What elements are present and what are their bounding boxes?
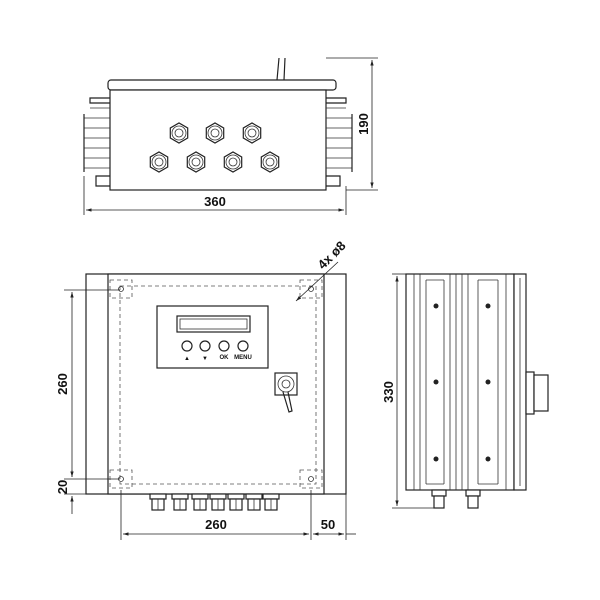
front-width-dim: 260 xyxy=(205,517,227,532)
down-button[interactable] xyxy=(199,340,211,352)
cable-gland xyxy=(242,122,262,144)
side-glands xyxy=(431,489,481,509)
cable-gland xyxy=(186,151,206,173)
top-width-dim: 360 xyxy=(204,194,226,209)
side-fins xyxy=(413,274,521,490)
side-body xyxy=(405,273,515,491)
cable-gland xyxy=(260,151,280,173)
mounting-outline xyxy=(119,285,317,485)
right-heatsink xyxy=(326,97,353,187)
isolator-switch[interactable] xyxy=(274,372,298,413)
side-switch-knob xyxy=(533,374,549,412)
bottom-gland xyxy=(227,493,245,511)
bottom-gland xyxy=(245,493,263,511)
cable-gland xyxy=(205,122,225,144)
menu-button-label: MENU xyxy=(234,355,252,361)
left-heatsink xyxy=(83,97,110,187)
top-height-dim: 190 xyxy=(356,113,371,135)
cable-gland xyxy=(223,151,243,173)
top-view: 360 190 xyxy=(83,57,378,215)
bottom-gland xyxy=(209,493,227,511)
hole-callout: 4x ø8 xyxy=(315,238,349,272)
up-button[interactable] xyxy=(181,340,193,352)
ok-button-label: OK xyxy=(220,355,230,361)
top-lid xyxy=(107,79,337,91)
bottom-gland xyxy=(171,493,189,511)
top-handle xyxy=(276,57,286,81)
bottom-offset-dim: 20 xyxy=(55,480,70,494)
mounting-holes xyxy=(109,279,323,489)
cable-gland xyxy=(169,122,189,144)
bottom-gland xyxy=(191,493,209,511)
side-view: 330 xyxy=(381,273,549,509)
cable-gland xyxy=(149,151,169,173)
front-height-dim: 260 xyxy=(55,373,70,395)
cable-glands xyxy=(149,122,280,173)
bottom-gland xyxy=(262,493,280,511)
side-switch-base xyxy=(525,371,535,415)
lcd-display xyxy=(176,315,251,333)
side-screws xyxy=(433,303,491,462)
bottom-cable-glands xyxy=(149,493,280,511)
down-button-label: ▼ xyxy=(202,356,208,362)
menu-button[interactable] xyxy=(237,340,249,352)
side-height-dim: 330 xyxy=(381,381,396,403)
front-view: 4x ø8 ▲ ▼ OK MENU 260 20 260 50 xyxy=(55,238,356,540)
ok-button[interactable] xyxy=(218,340,230,352)
side-dim: 50 xyxy=(321,517,335,532)
up-button-label: ▲ xyxy=(184,356,190,362)
bottom-gland xyxy=(149,493,167,511)
